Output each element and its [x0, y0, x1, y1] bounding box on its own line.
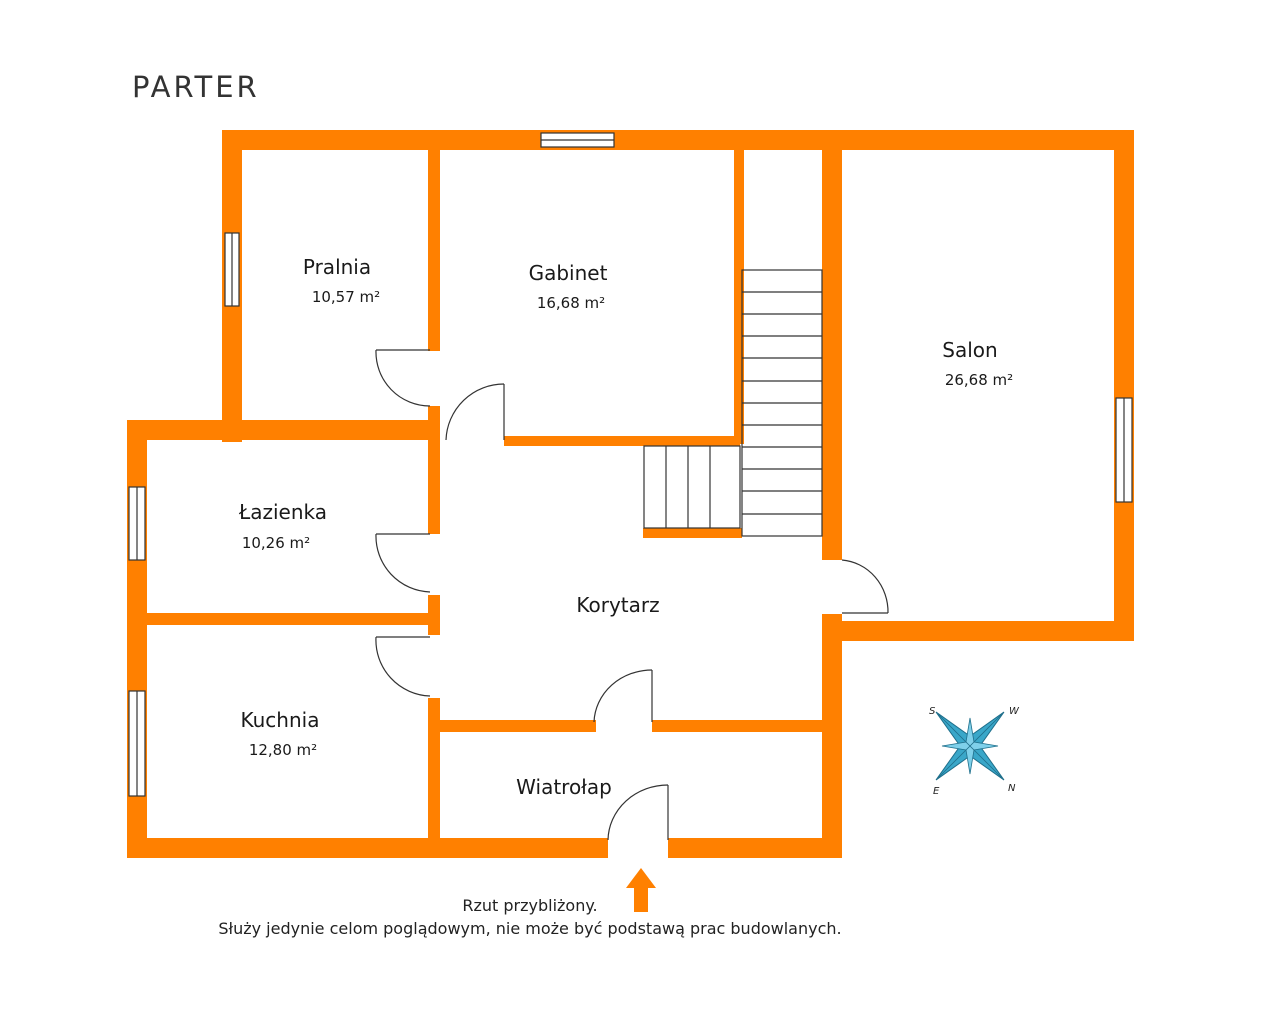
wall-lower-right — [822, 614, 842, 858]
compass-letter-e: E — [933, 786, 940, 797]
compass-star — [935, 711, 1005, 781]
disclaimer-note: Rzut przybliżony. Służy jedynie celom po… — [218, 896, 841, 938]
room-area-pralnia: 10,57 m² — [312, 288, 380, 306]
note-line-2: Służy jedynie celom poglądowym, nie może… — [218, 919, 841, 938]
stairs — [643, 269, 823, 537]
plan-title: PARTER — [132, 70, 260, 104]
room-name-kuchnia: Kuchnia — [241, 708, 320, 732]
wall-salon-bottom — [822, 621, 1134, 641]
room-name-wiatrolap: Wiatrołap — [516, 775, 612, 799]
compass-letter-n: N — [1008, 783, 1016, 794]
window-pralnia — [224, 232, 240, 307]
wall-lazienka-kuchnia — [145, 613, 440, 625]
door-wiatrolap — [593, 669, 653, 723]
window-top — [540, 132, 615, 148]
wall-pralnia-bottom — [240, 420, 440, 440]
windows — [128, 132, 1133, 797]
compass-rose: S W E N — [929, 706, 1020, 797]
stairs-side-treads — [665, 446, 711, 528]
door-entrance — [607, 784, 669, 841]
wall-gabinet-right — [734, 148, 744, 444]
window-kuchnia — [128, 690, 146, 797]
window-lazienka — [128, 486, 146, 561]
door-gabinet — [445, 383, 505, 441]
wall-stair-bottom — [643, 528, 742, 538]
wall-gabinet-bottom — [504, 436, 740, 446]
compass-letter-w: W — [1009, 706, 1020, 717]
note-line-1: Rzut przybliżony. — [462, 896, 597, 915]
wall-right — [1114, 130, 1134, 641]
room-area-kuchnia: 12,80 m² — [249, 741, 317, 759]
room-name-lazienka: Łazienka — [238, 500, 327, 524]
room-name-korytarz: Korytarz — [576, 593, 659, 617]
wall-corridor-left-3 — [428, 698, 440, 843]
wall-bottom-left — [127, 838, 608, 858]
stairs-side — [643, 445, 741, 529]
wall-wiatrolap-top-left — [438, 720, 596, 732]
wall-corridor-left-1 — [428, 440, 440, 534]
room-name-salon: Salon — [942, 338, 997, 362]
room-area-gabinet: 16,68 m² — [537, 294, 605, 312]
room-area-salon: 26,68 m² — [945, 371, 1013, 389]
room-name-gabinet: Gabinet — [529, 261, 608, 285]
wall-pralnia-gabinet — [428, 148, 440, 351]
room-name-pralnia: Pralnia — [303, 255, 371, 279]
wall-stair-salon — [822, 148, 842, 560]
wall-bottom-right — [668, 838, 842, 858]
door-pralnia — [375, 349, 431, 407]
room-area-lazienka: 10,26 m² — [242, 534, 310, 552]
stairs-main-treads — [742, 291, 822, 515]
doors — [375, 349, 889, 841]
entrance-arrow-icon — [626, 868, 656, 912]
door-lazienka — [375, 533, 431, 593]
compass-letter-s: S — [929, 706, 936, 717]
wall-wiatrolap-top-right — [652, 720, 826, 732]
door-kuchnia — [375, 636, 431, 697]
door-salon — [841, 559, 889, 614]
window-salon — [1115, 397, 1133, 503]
wall-top — [222, 130, 1134, 150]
room-labels: Pralnia 10,57 m² Gabinet 16,68 m² Salon … — [238, 255, 1013, 799]
wall-step-top — [127, 420, 242, 440]
